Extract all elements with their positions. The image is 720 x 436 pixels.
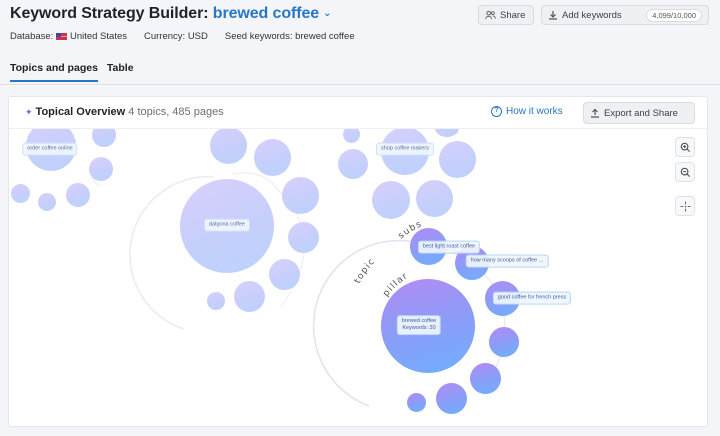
seed-keywords-info: Seed keywords: brewed coffee (224, 31, 355, 42)
tab-table[interactable]: Table (106, 62, 134, 74)
export-and-share-button[interactable]: Export and Share (583, 102, 695, 124)
zoom-in-icon (680, 142, 690, 152)
subtopic-bubble[interactable] (439, 141, 476, 178)
subtopic-bubble[interactable] (89, 157, 113, 181)
subtopic-bubble[interactable] (407, 393, 426, 412)
share-label: Share (500, 9, 526, 21)
keyword-selector[interactable]: brewed coffee⌄ (213, 5, 332, 22)
panel-subtitle: 4 topics, 485 pages (128, 106, 224, 118)
keyword-selector-label: brewed coffee (212, 5, 320, 22)
database-label: Database: (10, 31, 54, 42)
zoom-in-button[interactable] (675, 137, 695, 157)
page-title: Keyword Strategy Builder: brewed coffee⌄ (10, 5, 331, 23)
zoom-out-button[interactable] (675, 162, 695, 182)
topic-keyword-count: Keywords: 30 (402, 325, 436, 331)
keyword-count-badge: 4,099/10,000 (646, 8, 702, 22)
topic-label-shop-coffee-makers: shop coffee makers (376, 142, 434, 156)
subtopic-label-best-light-roast-coffee: best light roast coffee (417, 240, 481, 254)
zoom-out-icon (680, 167, 690, 177)
subtopic-bubble[interactable] (372, 181, 410, 219)
add-keywords-button[interactable]: Add keywords 4,099/10,000 (541, 5, 709, 25)
subtopic-bubble[interactable] (210, 127, 247, 164)
tab-topics-and-pages[interactable]: Topics and pages (10, 62, 98, 82)
how-it-works-label: How it works (506, 106, 563, 117)
panel-title: ✦Topical Overview 4 topics, 485 pages (25, 106, 224, 118)
subtopic-bubble[interactable] (288, 222, 319, 253)
subtopic-bubble[interactable] (343, 126, 360, 143)
tabs-divider (0, 84, 720, 85)
subtopic-bubble[interactable] (66, 183, 90, 207)
topical-overview-panel: ✦Topical Overview 4 topics, 485 pages ? … (8, 96, 708, 427)
panel-title-text: Topical Overview (35, 106, 126, 118)
sparkle-icon: ✦ (25, 107, 33, 117)
database-value: United States (69, 31, 127, 42)
topic-name: brewed coffee (401, 318, 437, 325)
help-icon: ? (491, 106, 502, 117)
subtopic-bubble[interactable] (207, 292, 225, 310)
topic-bubble-map[interactable]: subs topic pillar order coffee online da… (9, 119, 707, 426)
subtopic-label-good-coffee-french-press: good coffee for french press (492, 291, 572, 305)
subtopic-bubble[interactable] (269, 259, 300, 290)
how-it-works-link[interactable]: ? How it works (491, 106, 563, 117)
subtopic-bubble[interactable] (338, 149, 368, 179)
recenter-icon (679, 200, 691, 212)
subtopic-bubble[interactable] (282, 177, 319, 214)
report-meta: Database: United States Currency: USD Se… (10, 31, 355, 42)
subtopic-bubble[interactable] (436, 383, 467, 414)
download-icon (549, 11, 557, 20)
currency-info: Currency: USD (144, 31, 208, 42)
panel-header: ✦Topical Overview 4 topics, 485 pages ? … (9, 97, 707, 129)
subtopic-bubble[interactable] (489, 327, 519, 357)
subtopic-bubble[interactable] (470, 363, 501, 394)
upload-icon (591, 108, 599, 118)
recenter-button[interactable] (675, 196, 695, 216)
topic-label-dalgona-coffee: dalgona coffee (204, 218, 250, 232)
us-flag-icon (55, 33, 67, 40)
export-label: Export and Share (604, 107, 678, 119)
title-prefix: Keyword Strategy Builder: (10, 5, 209, 22)
subtopic-bubble[interactable] (38, 193, 56, 211)
svg-text:topic: topic (353, 256, 378, 285)
add-keywords-label: Add keywords (562, 9, 622, 21)
chevron-down-icon: ⌄ (323, 8, 332, 19)
topic-label-brewed-coffee: brewed coffee Keywords: 30 (396, 315, 442, 335)
users-icon (485, 10, 496, 20)
database-info: Database: United States (10, 31, 127, 42)
view-tabs: Topics and pages Table (10, 62, 134, 82)
share-button[interactable]: Share (478, 5, 534, 25)
page-header: Keyword Strategy Builder: brewed coffee⌄… (0, 0, 720, 88)
topic-label-order-coffee-online: order coffee online (22, 142, 78, 156)
subtopic-bubble[interactable] (234, 281, 265, 312)
subtopic-bubble[interactable] (11, 184, 30, 203)
subtopic-bubble[interactable] (254, 139, 291, 176)
subtopic-bubble[interactable] (416, 180, 453, 217)
subtopic-label-how-many-scoops: how many scoops of coffee ... (465, 254, 549, 268)
